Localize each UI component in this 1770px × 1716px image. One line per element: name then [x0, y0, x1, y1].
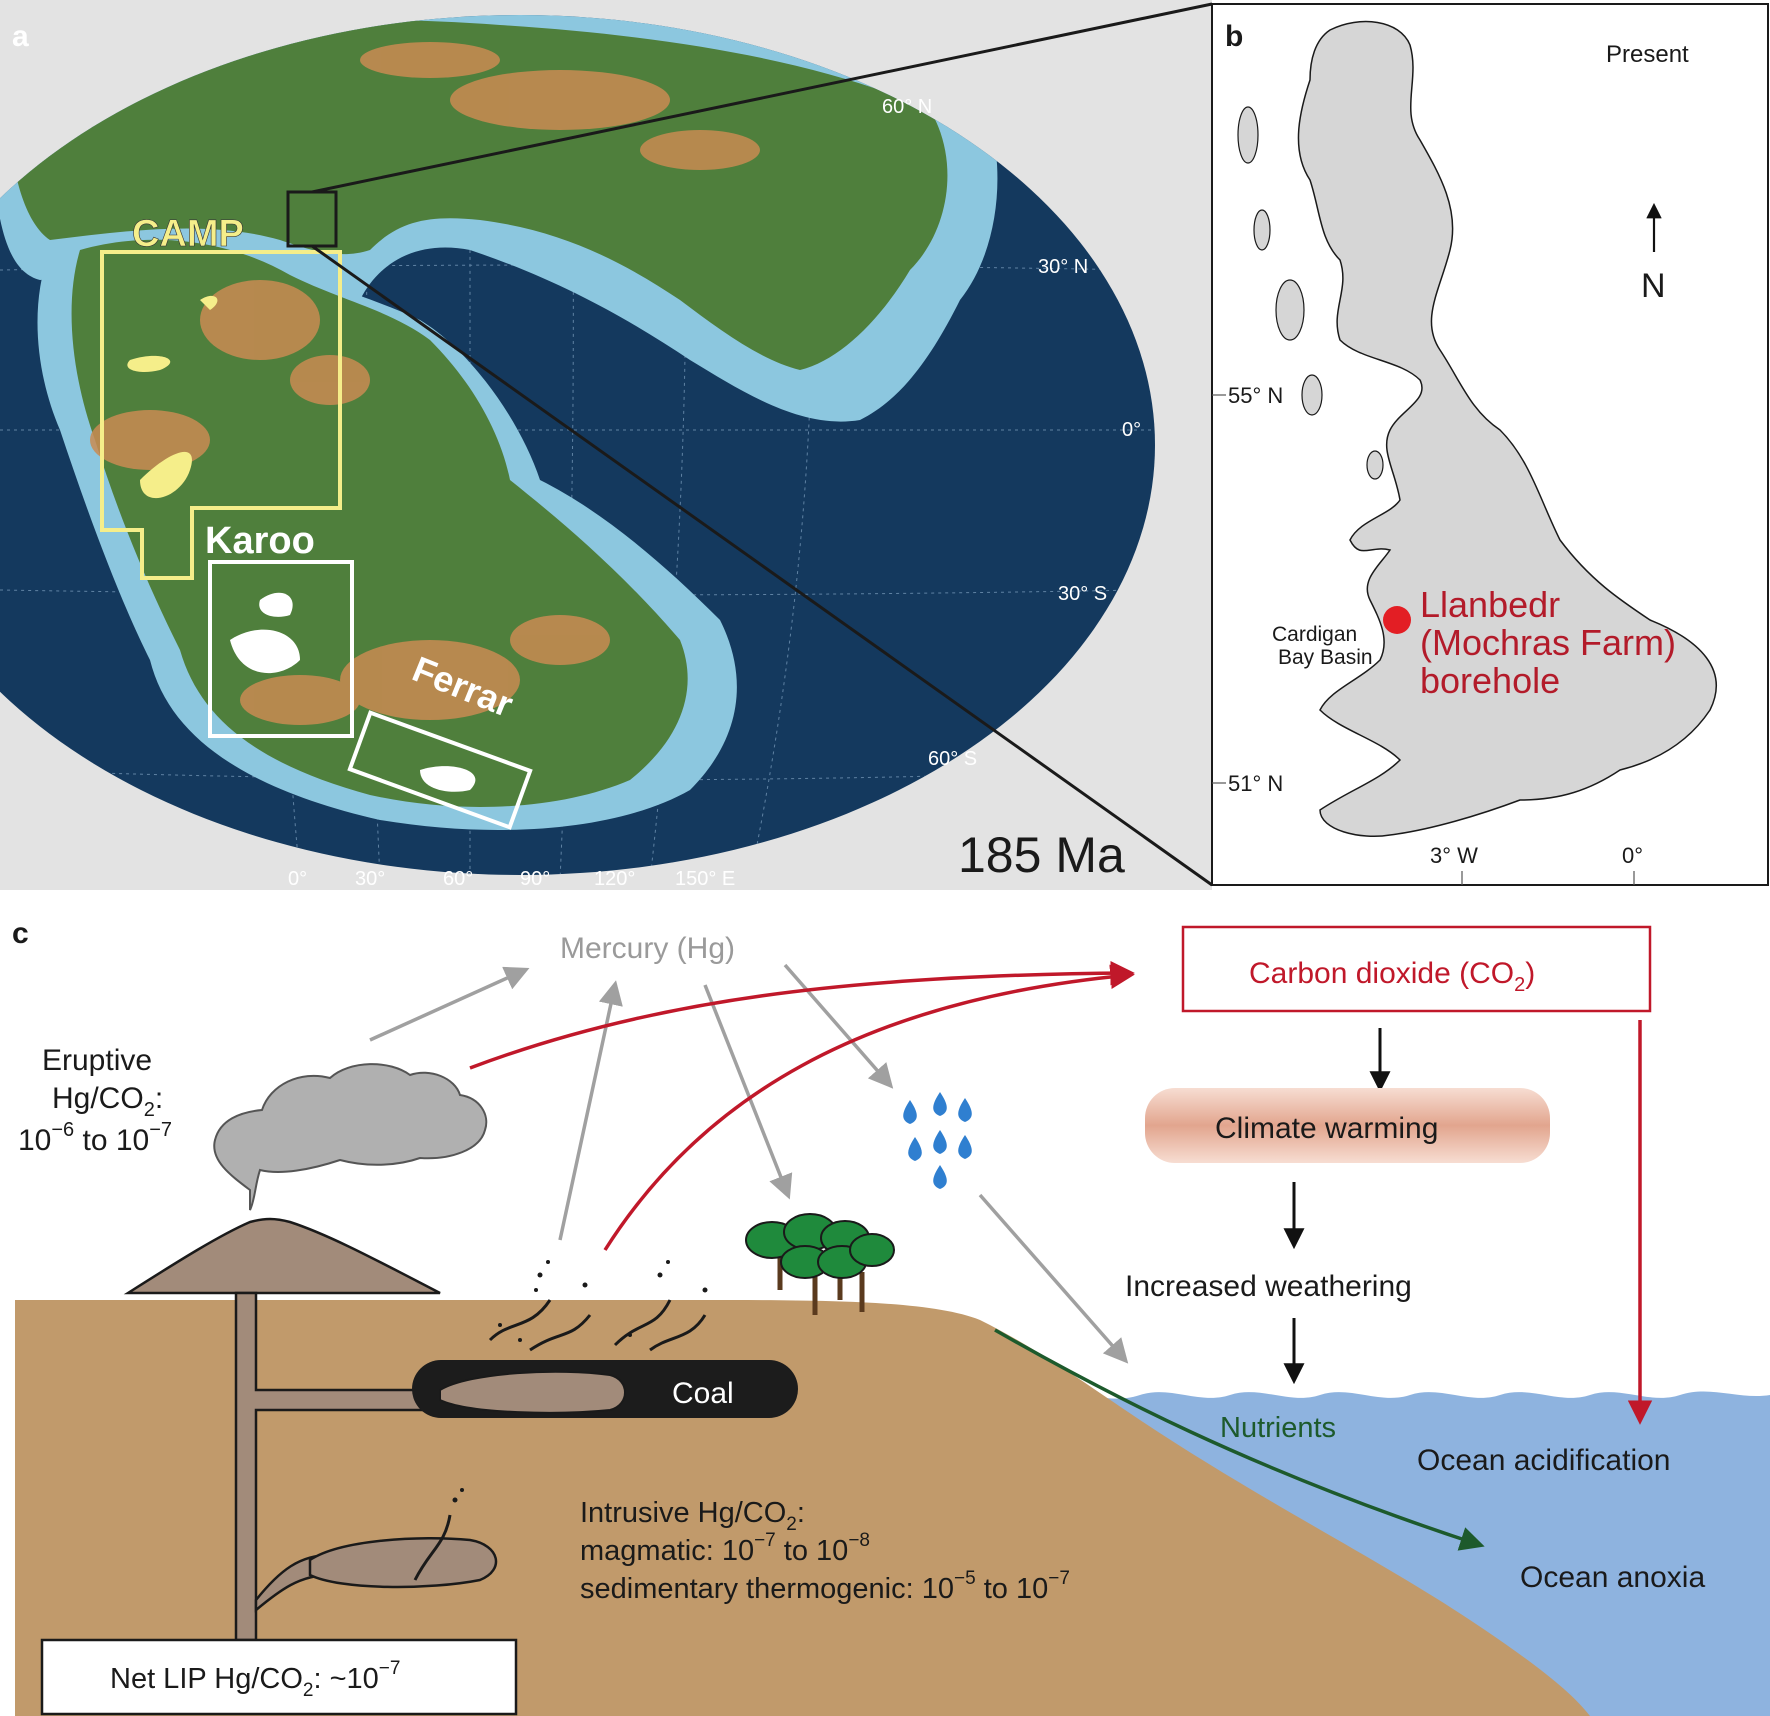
camp-label: CAMP — [132, 213, 244, 255]
camp-outline — [100, 250, 342, 580]
intrusive-ratio: Intrusive Hg/CO2: magmatic: 10−7 to 10−8… — [580, 1497, 1070, 1605]
basin-label-line1: Cardigan — [1272, 623, 1357, 646]
highlands — [90, 42, 760, 725]
coal-sill — [439, 1370, 626, 1414]
thermogenic-degassing — [413, 1299, 707, 1581]
basin-label-line2: Bay Basin — [1278, 646, 1373, 669]
lon-label-3w: 3° W — [1430, 843, 1478, 868]
eruptive-cloud — [213, 1063, 488, 1211]
ocean-acidification-label: Ocean acidification — [1417, 1444, 1670, 1477]
lat-label-60n: 60° N — [882, 96, 932, 118]
panel-a-letter: a — [12, 20, 29, 53]
lat-label-55n: 55° N — [1228, 383, 1283, 408]
lon-label-150e: 150° E — [675, 868, 735, 890]
land-gondwana — [71, 239, 688, 807]
camp-basalts — [127, 295, 218, 499]
panel-b: N Present b 55° N 51° N 3° W 0° Cardigan… — [1211, 3, 1769, 886]
trees — [745, 1213, 895, 1315]
coal-label: Coal — [672, 1377, 734, 1410]
lon-label-0: 0° — [288, 868, 307, 890]
panel-c: c Coal — [12, 917, 1770, 1716]
nutrients-arrow — [994, 1328, 1485, 1551]
ferrar-basalts — [420, 766, 476, 792]
intrusive-line3: sedimentary thermogenic: 10−5 to 10−7 — [580, 1568, 1070, 1605]
lon-label-120: 120° — [594, 868, 635, 890]
hg-arrow-rain-to-ocean — [978, 1193, 1129, 1364]
panel-b-ticks — [1212, 394, 1635, 885]
islands — [1237, 106, 1384, 480]
degassing-bubbles — [452, 1260, 708, 1503]
panel-b-letter: b — [1225, 20, 1243, 53]
eruptive-line2: Hg/CO2: — [52, 1082, 163, 1121]
zoom-lines — [311, 2, 1213, 887]
panel-a: CAMP Karoo Ferrar 60° N 30° N 0° 30° S 6… — [0, 0, 1212, 890]
increased-weathering-label: Increased weathering — [1125, 1270, 1412, 1303]
climate-warming-label: Climate warming — [1215, 1112, 1438, 1145]
net-lip-label: Net LIP Hg/CO2: ~10−7 — [110, 1658, 400, 1701]
feedback-arrows — [1283, 1028, 1391, 1385]
lon-label-30: 30° — [355, 868, 385, 890]
latitude-labels: 60° N 30° N 0° 30° S 60° S — [882, 96, 1141, 770]
karoo-outline — [208, 560, 354, 738]
lat-label-30n: 30° N — [1038, 256, 1088, 278]
site-label-line3: borehole — [1420, 660, 1560, 701]
site-label-line2: (Mochras Farm) — [1420, 622, 1676, 663]
hg-arrows — [369, 963, 1129, 1364]
nutrients-label: Nutrients — [1220, 1412, 1336, 1444]
hg-arrow-to-trees — [703, 984, 793, 1200]
present-label: Present — [1606, 41, 1689, 68]
karoo-basalts — [230, 592, 300, 674]
eruptive-ratio: Eruptive Hg/CO2: 10−6 to 10−7 — [18, 1044, 172, 1157]
panel-c-letter: c — [12, 917, 29, 950]
co2-arrows — [469, 960, 1653, 1425]
lat-label-30s: 30° S — [1058, 583, 1107, 605]
lat-label-0: 0° — [1122, 419, 1141, 441]
hg-arrow-cloud — [369, 966, 530, 1042]
borehole-marker — [1383, 606, 1411, 634]
lon-label-0e: 0° — [1622, 843, 1643, 868]
age-label: 185 Ma — [958, 827, 1125, 883]
rain-drops — [903, 1092, 972, 1189]
volcano-cone — [123, 1217, 441, 1295]
longitude-labels: 0° 30° 60° 90° 120° 150° E — [288, 868, 735, 890]
deep-sill — [308, 1536, 498, 1589]
eruptive-line1: Eruptive — [42, 1044, 152, 1077]
north-label: N — [1641, 267, 1666, 305]
lat-label-60s: 60° S — [928, 748, 977, 770]
intrusive-line2: magmatic: 10−7 to 10−8 — [580, 1530, 870, 1567]
ferrar-outline — [347, 710, 533, 830]
co2-arrow-eruptive — [469, 960, 1135, 1070]
co2-box — [1181, 925, 1652, 1013]
hg-arrow-to-rain — [783, 963, 894, 1089]
co2-label: Carbon dioxide (CO2) — [1249, 957, 1535, 996]
site-label-line1: Llanbedr — [1420, 584, 1560, 625]
co2-arrow-thermogenic — [603, 964, 1135, 1251]
lon-label-60: 60° — [443, 868, 473, 890]
mercury-label: Mercury (Hg) — [560, 932, 735, 965]
climate-warming-box — [1145, 1088, 1550, 1163]
hg-arrow-thermogenic — [558, 980, 623, 1241]
intrusive-line1: Intrusive Hg/CO2: — [580, 1497, 805, 1535]
lon-label-90: 90° — [520, 868, 550, 890]
net-lip-box — [40, 1638, 518, 1716]
karoo-label: Karoo — [205, 520, 315, 562]
ocean-anoxia-label: Ocean anoxia — [1520, 1561, 1705, 1594]
lat-label-51n: 51° N — [1228, 771, 1283, 796]
eruptive-line3: 10−6 to 10−7 — [18, 1119, 172, 1157]
